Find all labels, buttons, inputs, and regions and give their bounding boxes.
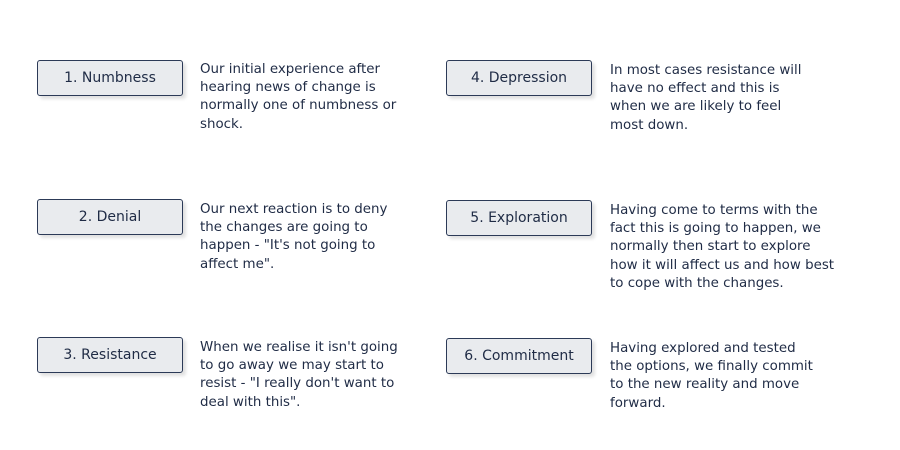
stage-box-numbness: 1. Numbness — [37, 60, 183, 96]
stage-description-exploration: Having come to terms with the fact this … — [610, 203, 835, 291]
stage-description-numbness: Our initial experience after hearing new… — [200, 62, 397, 132]
stage-description-resistance: When we realise it isn't going to go awa… — [200, 340, 398, 410]
stage-description-commitment: Having explored and tested the options, … — [610, 341, 813, 411]
stage-box-commitment: 6. Commitment — [446, 338, 592, 374]
stage-box-denial: 2. Denial — [37, 199, 183, 235]
stage-description-depression: In most cases resistance will have no ef… — [610, 63, 802, 133]
stage-box-resistance: 3. Resistance — [37, 337, 183, 373]
stage-description-denial: Our next reaction is to deny the changes… — [200, 202, 388, 272]
stage-box-exploration: 5. Exploration — [446, 200, 592, 236]
stage-box-depression: 4. Depression — [446, 60, 592, 96]
